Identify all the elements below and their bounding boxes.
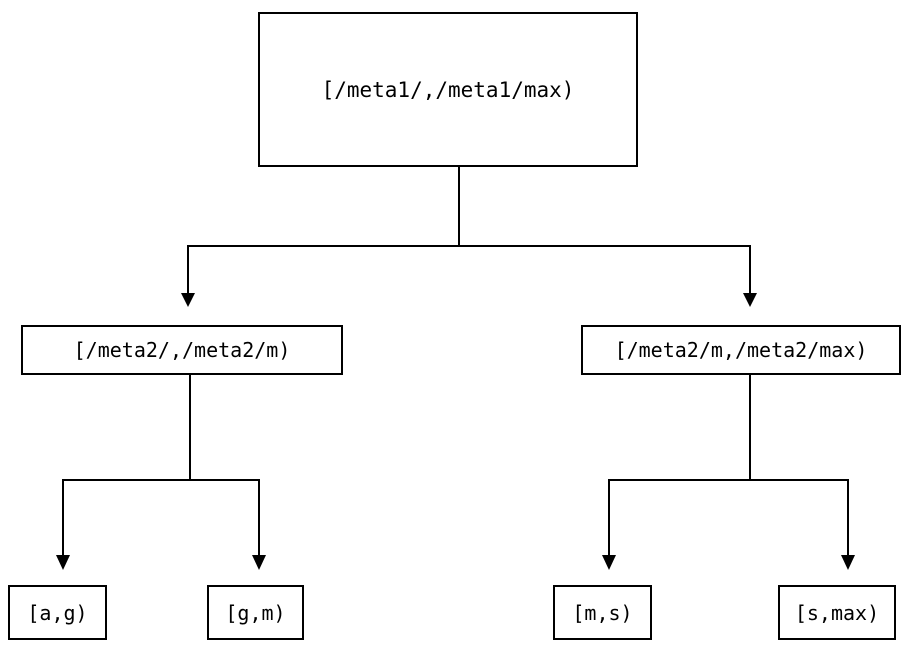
arrowhead-mid-right (743, 293, 757, 307)
node-mid-right-label: [/meta2/m,/meta2/max) (614, 338, 868, 362)
node-leaf-4-label: [s,max) (794, 600, 880, 625)
node-leaf-3[interactable]: [m,s) (553, 585, 652, 640)
node-mid-left[interactable]: [/meta2/,/meta2/m) (21, 325, 343, 375)
node-leaf-4[interactable]: [s,max) (778, 585, 896, 640)
node-mid-left-label: [/meta2/,/meta2/m) (73, 338, 291, 362)
arrowhead-leaf4 (841, 555, 855, 570)
arrowhead-leaf3 (602, 555, 616, 570)
node-leaf-2-label: [g,m) (225, 600, 286, 625)
node-root[interactable]: [/meta1/,/meta1/max) (258, 12, 638, 167)
node-leaf-2[interactable]: [g,m) (207, 585, 304, 640)
node-root-label: [/meta1/,/meta1/max) (321, 77, 575, 102)
arrowhead-leaf2 (252, 555, 266, 570)
node-leaf-1[interactable]: [a,g) (8, 585, 107, 640)
node-leaf-3-label: [m,s) (572, 600, 633, 625)
node-leaf-1-label: [a,g) (27, 600, 88, 625)
arrowhead-mid-left (181, 293, 195, 307)
node-mid-right[interactable]: [/meta2/m,/meta2/max) (581, 325, 901, 375)
arrowhead-leaf1 (56, 555, 70, 570)
